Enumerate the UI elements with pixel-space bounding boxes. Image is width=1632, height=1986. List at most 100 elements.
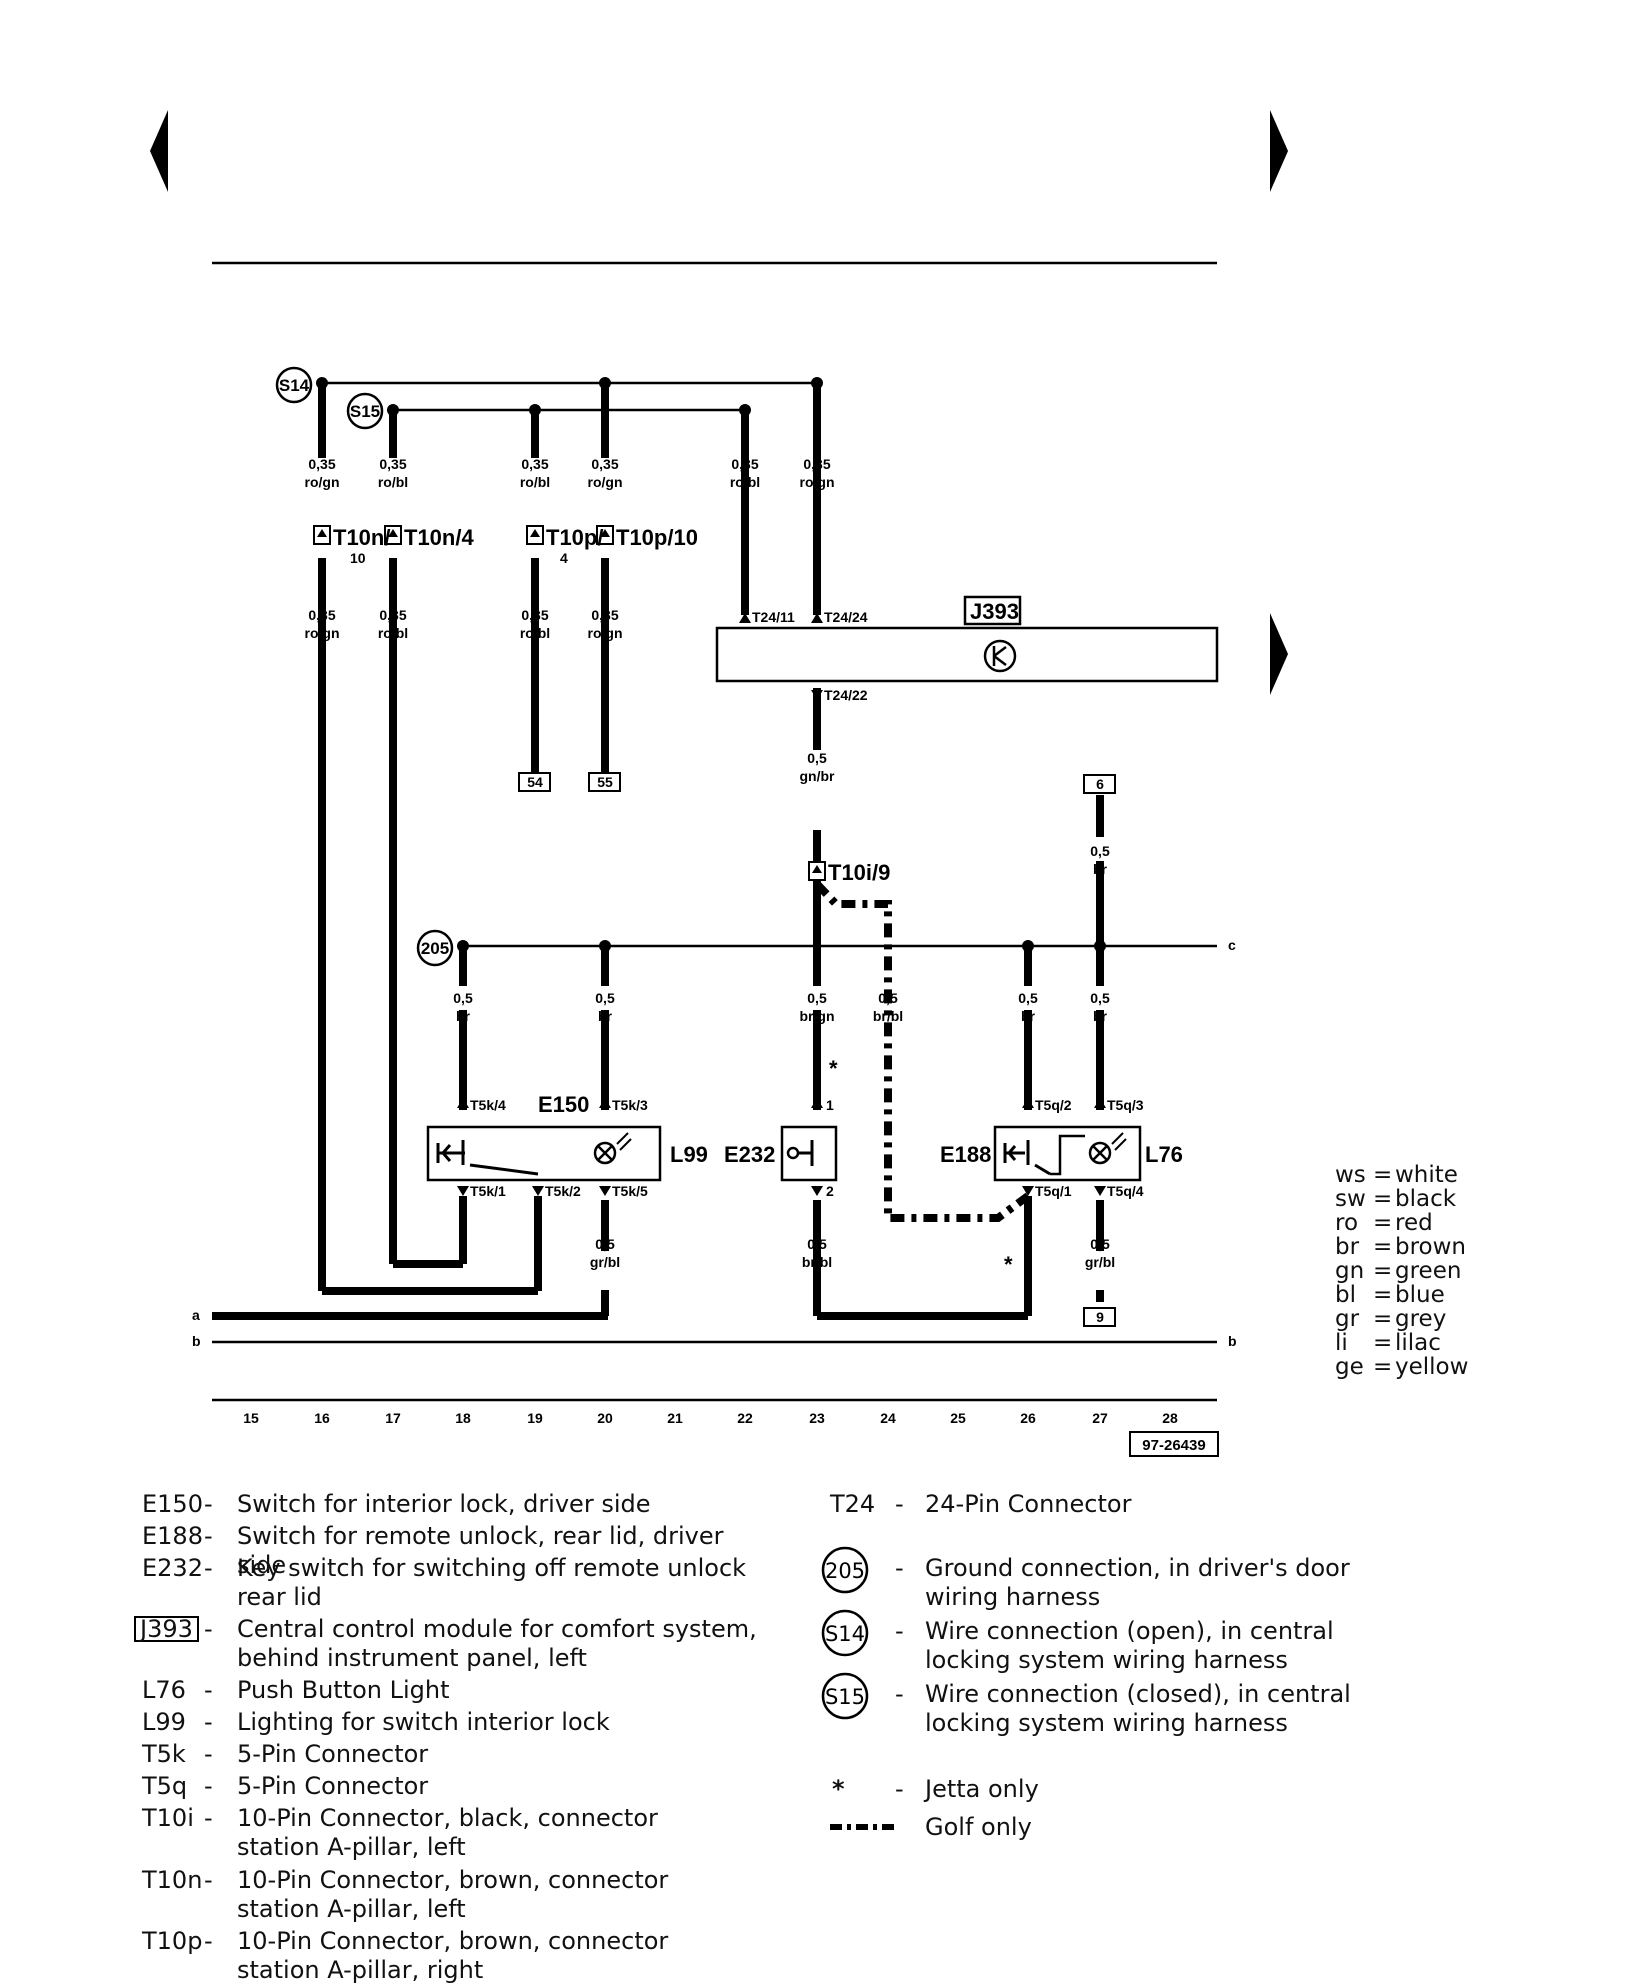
- terminal-boxes: [518, 772, 1219, 1457]
- svg-text:0,35: 0,35: [308, 456, 335, 472]
- svg-text:ro/bl: ro/bl: [730, 474, 760, 490]
- svg-text:0,35: 0,35: [308, 607, 335, 623]
- svg-text:25: 25: [950, 1410, 966, 1426]
- continue-arrow-icon[interactable]: [1270, 613, 1288, 695]
- svg-text:T5k/1: T5k/1: [470, 1183, 506, 1199]
- svg-text:0,35: 0,35: [803, 456, 830, 472]
- svg-text:br: br: [1093, 861, 1108, 877]
- svg-text:T5k/3: T5k/3: [612, 1097, 648, 1113]
- box-55: 55: [597, 774, 613, 790]
- svg-text:a: a: [192, 1307, 200, 1323]
- line-labels: a b b c: [192, 937, 1237, 1349]
- svg-text:15: 15: [243, 1410, 259, 1426]
- svg-text:10: 10: [350, 550, 366, 566]
- svg-text:0,5: 0,5: [807, 1236, 827, 1252]
- svg-text:T10i/9: T10i/9: [828, 860, 890, 885]
- svg-text:0,5: 0,5: [595, 990, 615, 1006]
- e188-l76-component: [993, 1125, 1142, 1182]
- connector-markers: [313, 525, 826, 881]
- svg-text:24: 24: [880, 1410, 896, 1426]
- svg-text:23: 23: [809, 1410, 825, 1426]
- svg-text:ro/bl: ro/bl: [378, 625, 408, 641]
- svg-text:E150: E150: [538, 1092, 589, 1117]
- svg-text:0,5: 0,5: [1018, 990, 1038, 1006]
- svg-text:L76: L76: [1145, 1142, 1183, 1167]
- svg-text:4: 4: [560, 550, 568, 566]
- svg-text:ro/bl: ro/bl: [378, 474, 408, 490]
- svg-text:ro/bl: ro/bl: [520, 474, 550, 490]
- svg-text:T5q/1: T5q/1: [1035, 1183, 1072, 1199]
- svg-text:0,35: 0,35: [591, 607, 618, 623]
- component-labels: E150 L99 E232 E188 L76: [538, 1092, 1183, 1167]
- box-54: 54: [527, 774, 543, 790]
- svg-text:gr/bl: gr/bl: [1085, 1254, 1115, 1270]
- svg-text:T10n/: T10n/: [333, 525, 390, 550]
- svg-text:0,35: 0,35: [379, 607, 406, 623]
- svg-text:c: c: [1228, 937, 1236, 953]
- svg-text:0,35: 0,35: [379, 456, 406, 472]
- pin-labels: T24/11 T24/24 T24/22 T5k/4 T5k/3 T5k/1 T…: [470, 609, 1144, 1199]
- svg-text:ro/gn: ro/gn: [588, 474, 623, 490]
- svg-text:ro/gn: ro/gn: [800, 474, 835, 490]
- svg-text:0,5: 0,5: [1090, 990, 1110, 1006]
- track-numbers: 15 16 17 18 19 20 21 22 23 24 25 26 27 2…: [243, 1410, 1178, 1426]
- svg-text:ro/gn: ro/gn: [305, 474, 340, 490]
- e232-component: [780, 1125, 838, 1182]
- svg-text:b: b: [192, 1333, 201, 1349]
- svg-text:28: 28: [1162, 1410, 1178, 1426]
- svg-text:E188: E188: [940, 1142, 991, 1167]
- svg-text:T5q/4: T5q/4: [1107, 1183, 1144, 1199]
- svg-text:br: br: [456, 1008, 471, 1024]
- jetta-star-1: *: [829, 1056, 838, 1081]
- node-s15: S15: [346, 392, 384, 430]
- svg-text:20: 20: [597, 1410, 613, 1426]
- node-205: 205: [416, 929, 454, 967]
- svg-text:br/gn: br/gn: [800, 1008, 835, 1024]
- svg-text:205: 205: [421, 939, 449, 958]
- left-arrow-icon[interactable]: [150, 110, 168, 192]
- svg-text:br/bl: br/bl: [802, 1254, 832, 1270]
- svg-text:0,5: 0,5: [595, 1236, 615, 1252]
- svg-text:21: 21: [667, 1410, 683, 1426]
- svg-text:gn/br: gn/br: [800, 768, 836, 784]
- e150-l99-component: [426, 1125, 662, 1182]
- svg-text:ro/gn: ro/gn: [305, 625, 340, 641]
- right-arrow-icon[interactable]: [1270, 110, 1288, 192]
- pin-arrows: [457, 613, 1106, 1196]
- svg-text:br/bl: br/bl: [873, 1008, 903, 1024]
- golf-only-route: [814, 881, 1031, 1222]
- svg-text:0,35: 0,35: [521, 456, 548, 472]
- reference-number: 97-26439: [1142, 1437, 1205, 1454]
- svg-text:1: 1: [826, 1097, 834, 1113]
- svg-text:26: 26: [1020, 1410, 1036, 1426]
- svg-text:J393: J393: [970, 599, 1019, 624]
- svg-text:L99: L99: [670, 1142, 708, 1167]
- svg-text:T24/24: T24/24: [824, 609, 868, 625]
- svg-text:S15: S15: [350, 402, 380, 421]
- svg-text:T10n/4: T10n/4: [404, 525, 474, 550]
- svg-text:0,35: 0,35: [591, 456, 618, 472]
- svg-text:2: 2: [826, 1183, 834, 1199]
- svg-text:T10p/10: T10p/10: [616, 525, 698, 550]
- svg-text:17: 17: [385, 1410, 401, 1426]
- svg-text:T5q/3: T5q/3: [1107, 1097, 1144, 1113]
- svg-text:27: 27: [1092, 1410, 1108, 1426]
- svg-text:22: 22: [737, 1410, 753, 1426]
- svg-text:T5k/4: T5k/4: [470, 1097, 506, 1113]
- svg-text:S14: S14: [279, 376, 310, 395]
- svg-text:T5k/5: T5k/5: [612, 1183, 648, 1199]
- box-6: 6: [1096, 776, 1104, 792]
- svg-text:T10p/: T10p/: [546, 525, 603, 550]
- connector-labels: T10n/ 10 T10n/4 T10p/ 4 T10p/10 T10i/9: [333, 525, 890, 885]
- svg-text:16: 16: [314, 1410, 330, 1426]
- j393-module: J393: [715, 595, 1219, 683]
- svg-text:0,5: 0,5: [878, 990, 898, 1006]
- svg-text:T5k/2: T5k/2: [545, 1183, 581, 1199]
- svg-text:T24/11: T24/11: [752, 609, 795, 625]
- svg-text:0,5: 0,5: [807, 990, 827, 1006]
- svg-text:b: b: [1228, 1333, 1237, 1349]
- svg-text:ro/bl: ro/bl: [520, 625, 550, 641]
- jetta-star-2: *: [1004, 1252, 1013, 1277]
